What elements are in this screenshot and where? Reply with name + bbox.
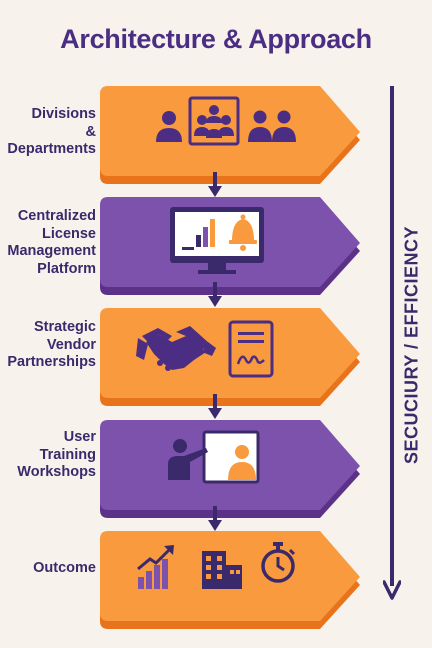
step-label-outcome: Outcome bbox=[0, 560, 96, 578]
page-title: Architecture & Approach bbox=[60, 24, 372, 54]
stopwatch-icon bbox=[261, 542, 296, 583]
step-label-vendors: Strategic Vendor Partnerships bbox=[0, 319, 96, 372]
building-icon bbox=[202, 551, 242, 589]
connector-arrow bbox=[208, 282, 222, 313]
contract-document-icon bbox=[228, 320, 274, 378]
step-box-vendors bbox=[98, 308, 364, 406]
handshake-icon bbox=[136, 326, 216, 371]
step-label-line: Partnerships bbox=[7, 354, 96, 370]
person-icon bbox=[156, 111, 182, 142]
step-label-line: Outcome bbox=[33, 560, 96, 576]
step-box-training bbox=[98, 420, 364, 518]
bar-chart-icon bbox=[196, 219, 215, 247]
efficiency-axis-arrow bbox=[382, 86, 402, 607]
step-label-line: Divisions bbox=[31, 106, 96, 122]
step-label-line: Centralized bbox=[17, 208, 96, 224]
side-axis-label: SECUCIURY / EFFICIENCY bbox=[401, 225, 422, 465]
step-label-line: Training bbox=[39, 446, 96, 463]
connector-arrow bbox=[208, 394, 222, 425]
team-icon bbox=[248, 110, 296, 142]
whiteboard-icon bbox=[202, 430, 260, 484]
step-label-divisions: Divisions & Departments bbox=[0, 106, 96, 159]
connector-arrow bbox=[208, 506, 222, 537]
step-box-platform bbox=[98, 197, 364, 295]
step-box-divisions bbox=[98, 86, 364, 184]
step-label-platform: Centralized License Management Platform bbox=[0, 208, 96, 278]
step-label-line: License bbox=[42, 225, 96, 242]
bell-icon bbox=[229, 214, 257, 251]
connector-arrow bbox=[208, 172, 222, 203]
step-label-line: Management bbox=[7, 243, 96, 259]
step-label-line: Vendor bbox=[46, 336, 96, 353]
growth-chart-icon bbox=[137, 545, 174, 589]
step-label-line: Strategic bbox=[33, 319, 96, 335]
step-label-line: Workshops bbox=[17, 464, 96, 480]
step-label-line: User bbox=[63, 429, 96, 445]
step-label-line: Departments bbox=[7, 141, 96, 157]
step-label-training: User Training Workshops bbox=[0, 429, 96, 482]
step-label-line: Platform bbox=[37, 260, 96, 277]
step-label-line: & bbox=[85, 123, 96, 140]
presenter-icon bbox=[168, 439, 208, 480]
step-box-outcome bbox=[98, 531, 364, 629]
group-meeting-icon bbox=[188, 96, 240, 146]
